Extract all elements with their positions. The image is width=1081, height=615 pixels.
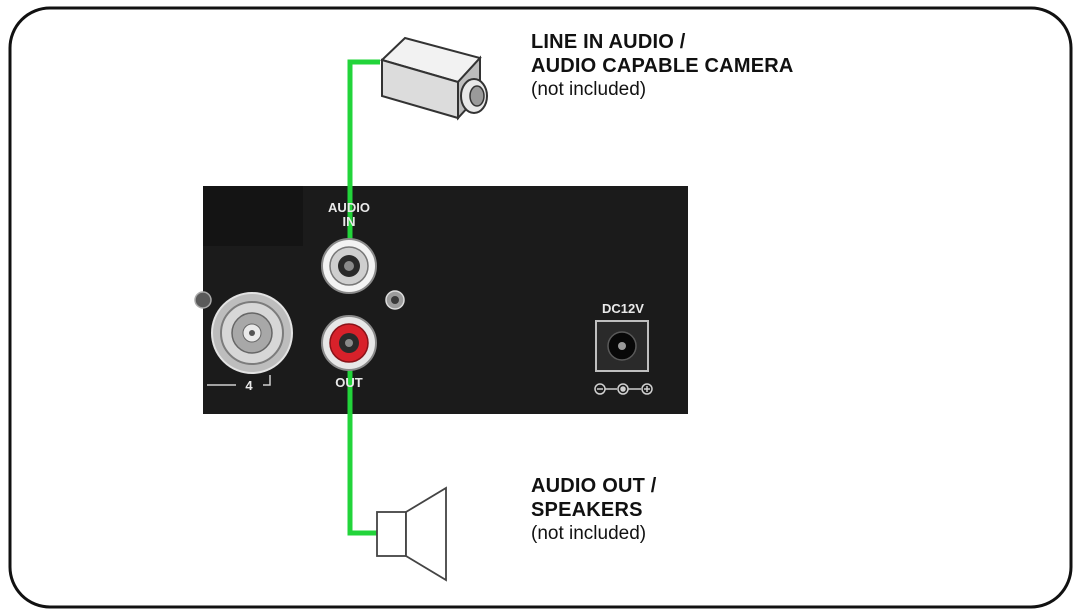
speaker-icon (377, 488, 446, 580)
dc-12v-label: DC12V (602, 301, 644, 316)
camera-icon (382, 38, 487, 118)
channel-number: 4 (245, 378, 253, 393)
audio-in-label-line2: IN (343, 214, 356, 229)
speaker-caption-note: (not included) (531, 523, 657, 546)
rca-jack-red-icon (322, 316, 376, 370)
dc-power-jack-icon (596, 321, 648, 371)
speaker-caption-line2: SPEAKERS (531, 498, 657, 522)
rca-jack-white-icon (322, 239, 376, 293)
audio-in-label-line1: AUDIO (328, 200, 370, 215)
camera-caption: LINE IN AUDIO / AUDIO CAPABLE CAMERA (no… (531, 30, 794, 102)
bnc-connector-icon (212, 293, 292, 373)
partial-connector-icon (195, 292, 211, 308)
panel-shade (203, 186, 303, 246)
camera-caption-note: (not included) (531, 79, 794, 102)
audio-out-label: OUT (335, 375, 363, 390)
camera-caption-line1: LINE IN AUDIO / (531, 30, 794, 54)
screw-icon (386, 291, 404, 309)
speaker-caption: AUDIO OUT / SPEAKERS (not included) (531, 474, 657, 546)
speaker-caption-line1: AUDIO OUT / (531, 474, 657, 498)
camera-caption-line2: AUDIO CAPABLE CAMERA (531, 54, 794, 78)
